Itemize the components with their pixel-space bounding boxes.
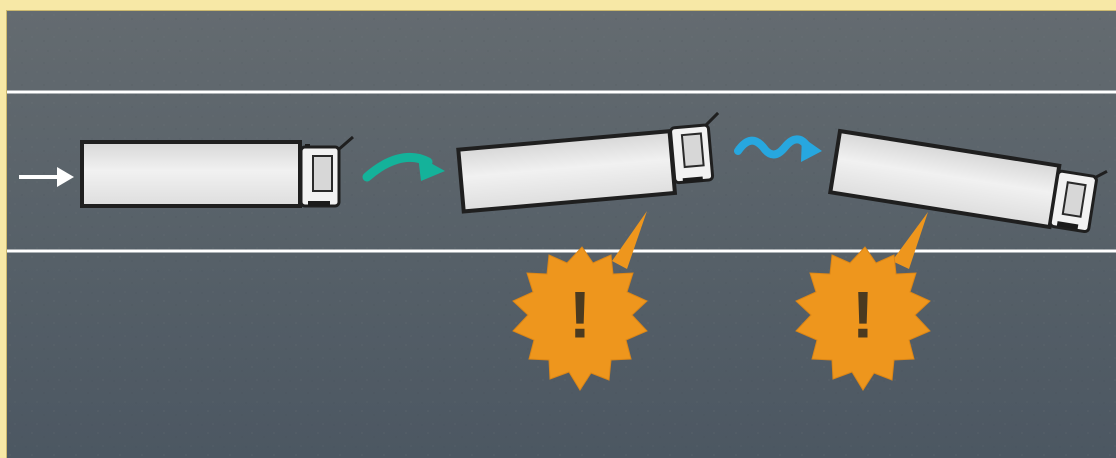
warning-mark-1: !	[569, 277, 591, 351]
cab-window-tilted	[682, 133, 704, 167]
warning-mark-2: !	[852, 277, 874, 351]
cab-window-straight	[313, 156, 332, 191]
truck-straight	[82, 137, 353, 206]
road-scene: ! !	[6, 10, 1116, 458]
road-texture	[7, 11, 1116, 458]
trailer-straight	[82, 142, 300, 206]
road-svg: ! !	[7, 11, 1116, 458]
tire-straight-2	[308, 201, 330, 206]
cab-window-sway	[1063, 182, 1086, 216]
